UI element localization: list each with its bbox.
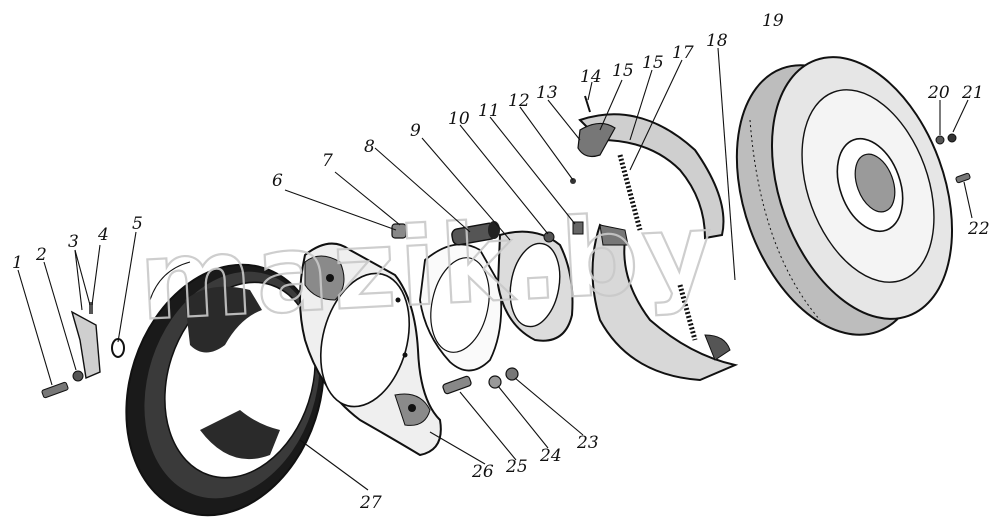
- part-1-bolt: [41, 381, 69, 399]
- callout-11: 11: [478, 101, 500, 121]
- part-lower-brake-shoe: [591, 223, 739, 382]
- return-spring-lower: [677, 284, 698, 341]
- callout-14: 14: [580, 67, 602, 87]
- callout-17: 17: [672, 43, 694, 63]
- callout-8: 8: [364, 137, 375, 157]
- part-10-retainer-plate: [496, 230, 574, 342]
- return-spring: [617, 154, 643, 231]
- callout-1: 1: [12, 253, 23, 273]
- callout-25: 25: [505, 457, 528, 477]
- part-19-brake-drum: [735, 56, 954, 336]
- part-11-bolt: [572, 221, 584, 235]
- callout-13: 13: [536, 83, 558, 103]
- callout-3: 3: [68, 232, 79, 252]
- callout-9: 9: [410, 121, 421, 141]
- callout-23: 23: [576, 433, 599, 453]
- part-26-backing-plate: [299, 242, 442, 457]
- callout-18: 18: [706, 31, 728, 51]
- part-21-nut: [947, 133, 957, 143]
- leader-lines: [17, 47, 973, 491]
- part-23-nut: [505, 367, 519, 381]
- part-25-cam: [442, 375, 472, 395]
- callout-labels: 1 2 3 4 5 6 7 8 9 10 11 12 13 14 15 15 1…: [12, 11, 990, 513]
- part-3-adjuster-lever: [70, 310, 101, 379]
- callout-6: 6: [272, 171, 283, 191]
- callout-20: 20: [927, 83, 950, 103]
- callout-22: 22: [967, 219, 990, 239]
- callout-19: 19: [762, 11, 784, 31]
- part-22-stud: [955, 172, 971, 184]
- callout-12: 12: [508, 91, 530, 111]
- callout-15b: 15: [642, 53, 664, 73]
- callout-4: 4: [97, 225, 109, 245]
- part-14-clip: [584, 95, 591, 113]
- part-9-gasket: [419, 243, 503, 372]
- callout-7: 7: [322, 151, 333, 171]
- part-27-dust-shield: [125, 261, 325, 517]
- callout-5: 5: [132, 214, 143, 234]
- callout-27: 27: [359, 493, 382, 513]
- part-12-pin: [570, 178, 576, 184]
- callout-26: 26: [471, 462, 494, 482]
- part-24-nut: [488, 375, 502, 389]
- callout-15a: 15: [612, 61, 634, 81]
- part-2-washer: [72, 370, 84, 382]
- part-20-washer: [935, 135, 945, 145]
- part-10-small-washer: [543, 231, 555, 243]
- callout-10: 10: [448, 109, 470, 129]
- callout-2: 2: [35, 245, 47, 265]
- callout-24: 24: [539, 446, 562, 466]
- callout-21: 21: [961, 83, 984, 103]
- part-4-pin: [89, 302, 93, 314]
